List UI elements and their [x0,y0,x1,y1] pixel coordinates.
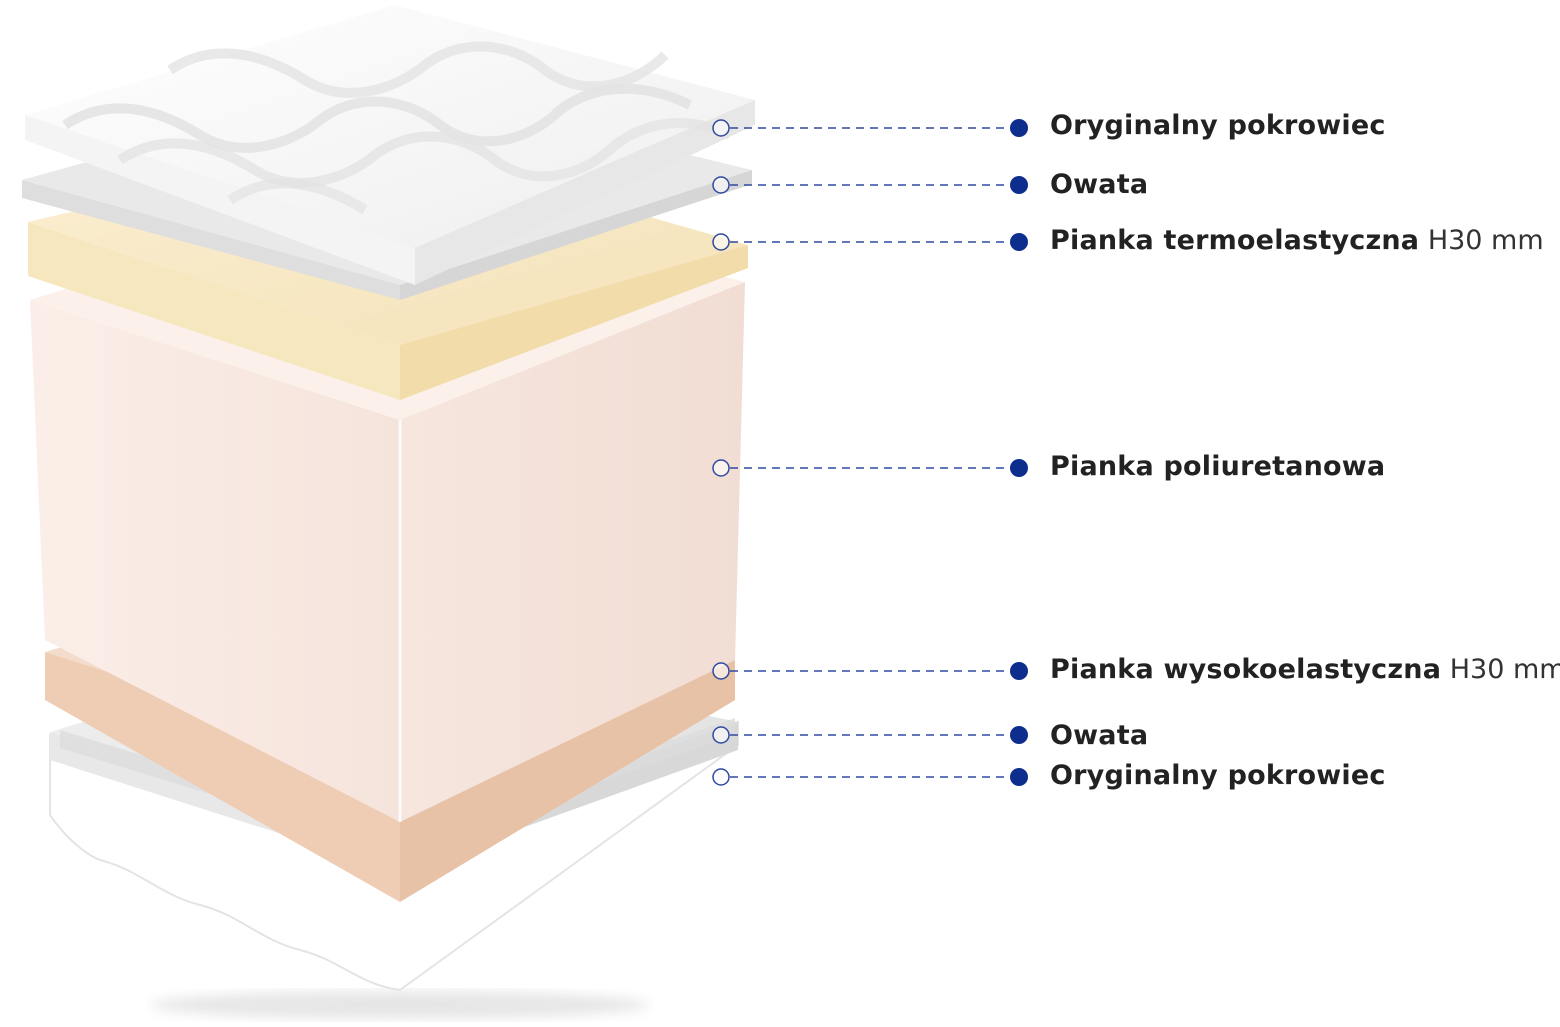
layer-spec: H30 mm [1428,225,1544,256]
layer-label-5: Pianka wysokoelastyczna H30 mm [1050,656,1560,683]
layer-label-4: Pianka poliuretanowa [1050,453,1385,480]
anchor-ring-2 [713,177,729,193]
layer-name: Pianka termoelastyczna [1050,225,1419,256]
bullet-dot-6 [1010,726,1028,744]
anchor-ring-5 [713,663,729,679]
anchor-ring-7 [713,769,729,785]
layer-name: Oryginalny pokrowiec [1050,760,1386,791]
anchor-ring-3 [713,234,729,250]
layer-label-1: Oryginalny pokrowiec [1050,112,1386,139]
layer-label-2: Owata [1050,171,1148,198]
layer-name: Pianka wysokoelastyczna [1050,654,1441,685]
layer-name: Owata [1050,720,1148,751]
bullet-dot-7 [1010,768,1028,786]
anchor-ring-4 [713,460,729,476]
layer-name: Oryginalny pokrowiec [1050,110,1386,141]
anchor-ring-1 [713,120,729,136]
anchor-ring-6 [713,727,729,743]
bullet-dot-1 [1010,119,1028,137]
bullet-dot-3 [1010,233,1028,251]
layer-name: Pianka poliuretanowa [1050,451,1385,482]
bullet-dot-2 [1010,176,1028,194]
bullet-dot-5 [1010,662,1028,680]
bullet-dot-4 [1010,459,1028,477]
layer-label-6: Owata [1050,722,1148,749]
layer-label-7: Oryginalny pokrowiec [1050,762,1386,789]
leader-lines [713,119,1028,786]
layer-spec: H30 mm [1450,654,1560,685]
layer-label-3: Pianka termoelastyczna H30 mm [1050,227,1544,254]
layer-name: Owata [1050,169,1148,200]
